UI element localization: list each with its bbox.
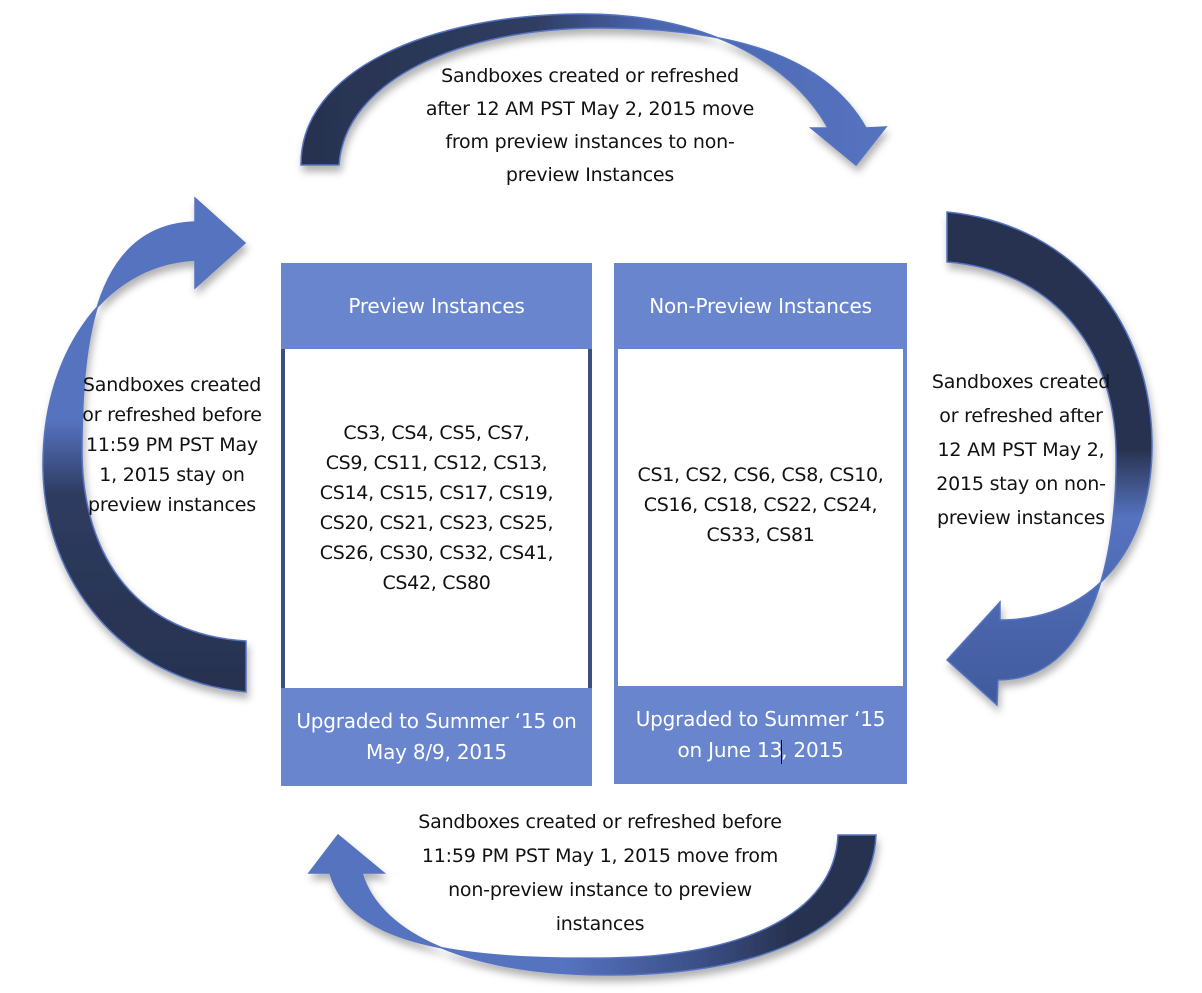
preview-upgrade-date: Upgraded to Summer ‘15 on May 8/9, 2015 bbox=[296, 709, 577, 764]
preview-instances-text: CS3, CS4, CS5, CS7, CS9, CS11, CS12, CS1… bbox=[319, 421, 554, 594]
preview-instances-footer: Upgraded to Summer ‘15 on May 8/9, 2015 bbox=[281, 688, 592, 786]
non-preview-instances-list: CS1, CS2, CS6, CS8, CS10, CS16, CS18, CS… bbox=[614, 349, 907, 686]
arrow-left-label: Sandboxes created or refreshed before 11… bbox=[82, 374, 262, 516]
arrow-right bbox=[945, 211, 1153, 707]
preview-instances-list: CS3, CS4, CS5, CS7, CS9, CS11, CS12, CS1… bbox=[281, 349, 592, 688]
non-preview-upgrade-date: Upgraded to Summer ‘15 on June 13, 2015 bbox=[636, 704, 886, 766]
arrow-top bbox=[300, 13, 888, 167]
non-preview-instances-footer: Upgraded to Summer ‘15 on June 13, 2015 bbox=[614, 686, 907, 784]
non-preview-instances-header: Non-Preview Instances bbox=[614, 263, 907, 349]
preview-instances-header: Preview Instances bbox=[281, 263, 592, 349]
non-preview-instances-box: Non-Preview Instances CS1, CS2, CS6, CS8… bbox=[614, 263, 907, 784]
arrow-bottom-label: Sandboxes created or refreshed before 11… bbox=[418, 811, 782, 935]
arrow-bottom bbox=[307, 833, 877, 976]
text-cursor bbox=[781, 739, 783, 764]
arrow-left bbox=[42, 196, 247, 693]
preview-instances-box: Preview Instances CS3, CS4, CS5, CS7, CS… bbox=[281, 263, 592, 786]
non-preview-instances-text: CS1, CS2, CS6, CS8, CS10, CS16, CS18, CS… bbox=[637, 463, 884, 546]
arrow-right-label: Sandboxes created or refreshed after 12 … bbox=[931, 371, 1111, 529]
non-preview-footer-line2-b: , 2015 bbox=[781, 738, 844, 762]
non-preview-footer-line1: Upgraded to Summer ‘15 bbox=[635, 707, 886, 731]
non-preview-footer-line2-a: on June 13 bbox=[677, 738, 783, 762]
arrow-top-label: Sandboxes created or refreshed after 12 … bbox=[425, 65, 755, 186]
non-preview-footer-line2: on June 13, 2015 bbox=[636, 735, 886, 766]
